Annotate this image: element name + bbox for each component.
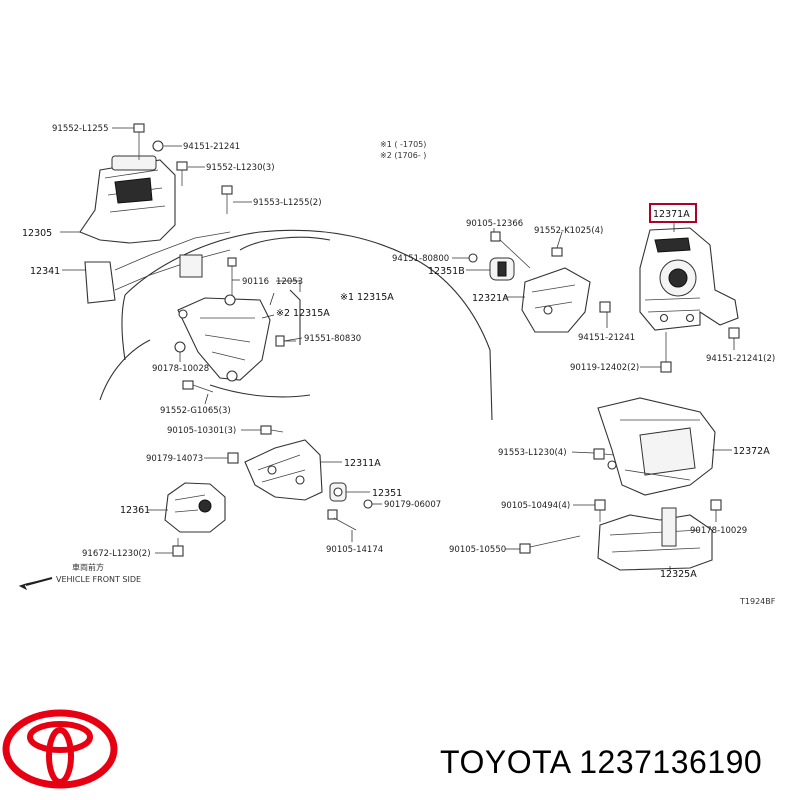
nut-94151-21241-2 [728, 327, 740, 339]
bolt-90105-10301 [260, 425, 284, 435]
label-12361: 12361 [120, 505, 150, 516]
part-12341-bracket [84, 231, 231, 304]
bolt-91552-L1230 [176, 161, 188, 186]
highlight-box-12371A [649, 203, 697, 223]
label-91553-L1255-2: 91553-L1255(2) [253, 198, 322, 208]
bolt-90119-12402 [660, 332, 672, 373]
label-91552-K1025-4: 91552-K1025(4) [534, 226, 603, 236]
label-91551-80830: 91551-80830 [304, 334, 361, 344]
label-94151-21241-2: 94151-21241(2) [706, 354, 775, 364]
nut-90179-14073 [227, 452, 239, 464]
label-94151-80800: 94151-80800 [392, 254, 449, 264]
bolt-91553-L1230 [593, 448, 615, 460]
toyota-logo-icon [2, 709, 118, 789]
label-90179-06007: 90179-06007 [384, 500, 441, 510]
label-91553-L1230-4: 91553-L1230(4) [498, 448, 567, 458]
label-12351: 12351 [372, 488, 402, 499]
bolt-90105-10494 [594, 499, 606, 522]
label-90105-12366: 90105-12366 [466, 219, 523, 229]
note-1: ※1 ( -1705) [380, 140, 426, 149]
part-12372A-bracket [597, 397, 716, 496]
bushing-12351B [489, 257, 515, 281]
bolt-91552-K1025 [551, 247, 563, 257]
part-12305-bracket [79, 155, 176, 244]
nut-94151-21241-b [599, 301, 611, 313]
label-12351B: 12351B [428, 266, 465, 277]
label-12053: 12053 [276, 277, 303, 287]
bolt-91553-L1255 [221, 185, 233, 214]
label-12372A: 12372A [733, 446, 770, 457]
bolt-90105-10550 [519, 535, 581, 554]
label-90119-12402-2: 90119-12402(2) [570, 363, 639, 373]
part-12311A-bracket [244, 439, 323, 501]
label-12305: 12305 [22, 228, 52, 239]
label-12315A-note1: ※1 12315A [340, 292, 394, 303]
label-94151-21241-b: 94151-21241 [578, 333, 635, 343]
label-90179-14073: 90179-14073 [146, 454, 203, 464]
nut-90179-06007 [363, 499, 373, 509]
vehicle-body-outline [99, 229, 493, 421]
label-12321A: 12321A [472, 293, 509, 304]
part-12361-mount [164, 482, 226, 533]
label-91552-L1230-3: 91552-L1230(3) [206, 163, 275, 173]
nut-94151-21241-a [152, 140, 164, 152]
label-90105-10494-4: 90105-10494(4) [501, 501, 570, 511]
vehicle-front-indicator: 車両前方 VEHICLE FRONT SIDE [18, 562, 141, 591]
part-12315A-bracket [177, 257, 271, 382]
diagram-code: T1924BF [739, 597, 776, 606]
bolt-90105-14174 [327, 509, 357, 531]
label-90105-10550: 90105-10550 [449, 545, 506, 555]
label-12311A: 12311A [344, 458, 381, 469]
nut-94151-80800 [468, 253, 478, 263]
label-90116: 90116 [242, 277, 269, 287]
bolt-91552-L1255 [133, 123, 145, 160]
nut-90178-10028 [174, 341, 186, 353]
nut-90178-10029 [710, 499, 722, 511]
label-12341: 12341 [30, 266, 60, 277]
part-number-caption: TOYOTA 1237136190 [440, 744, 763, 780]
label-91552-L1255: 91552-L1255 [52, 124, 108, 134]
bolt-90105-12366 [490, 231, 531, 269]
part-labels: 91552-L1255 94151-21241 91552-L1230(3) 9… [22, 124, 775, 580]
vehicle-front-en-label: VEHICLE FRONT SIDE [56, 575, 141, 584]
label-90105-14174: 90105-14174 [326, 545, 383, 555]
label-90178-10028: 90178-10028 [152, 364, 209, 374]
vehicle-front-jp-label: 車両前方 [72, 562, 104, 572]
label-12371A: 12371A [653, 209, 690, 220]
bolt-91552-G1065 [182, 380, 214, 393]
leader-lines [60, 127, 735, 570]
part-12371A-engine-mount [639, 227, 739, 331]
label-12315A-note2: ※2 12315A [276, 308, 330, 319]
part-12321A-bracket [521, 267, 591, 333]
label-90105-10301-3: 90105-10301(3) [167, 426, 236, 436]
label-12325A: 12325A [660, 569, 697, 580]
label-91672-L1230-2: 91672-L1230(2) [82, 549, 151, 559]
label-90178-10029: 90178-10029 [690, 526, 747, 536]
bolt-91672-L1230 [172, 538, 184, 557]
label-91552-G1065-3: 91552-G1065(3) [160, 406, 231, 416]
note-2: ※2 (1706- ) [380, 151, 426, 160]
part-12325A-bracket [597, 507, 713, 571]
bushing-12351 [329, 482, 347, 502]
label-94151-21241-a: 94151-21241 [183, 142, 240, 152]
